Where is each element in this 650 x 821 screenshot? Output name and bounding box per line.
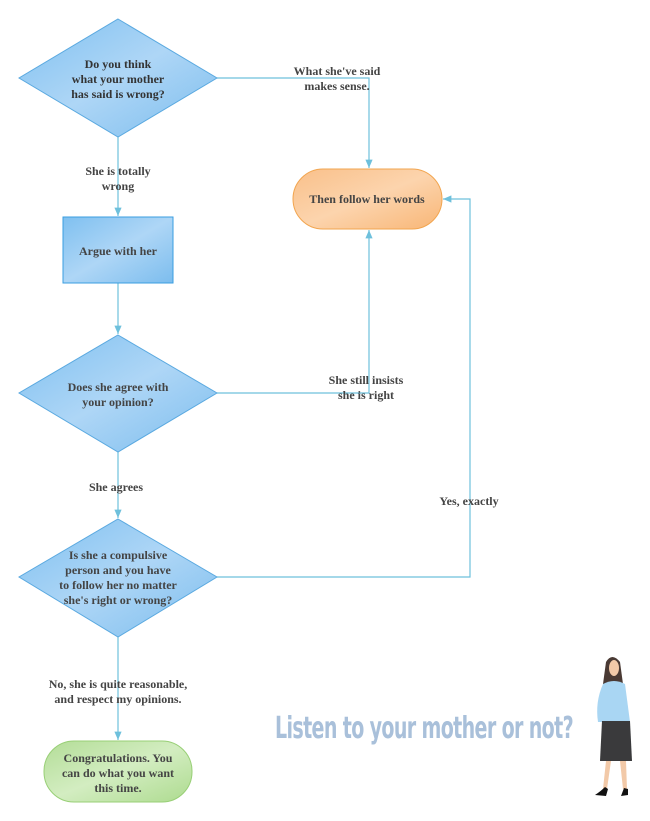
edge-q3-follow (217, 195, 471, 578)
process-argue[interactable] (62, 216, 174, 284)
diagram-title: Listen to your mother or not? (275, 711, 573, 746)
edge-label-reasonable: No, she is quite reasonable,and respect … (49, 677, 187, 706)
terminal-follow[interactable] (292, 168, 443, 230)
edge-label-yes-exactly: Yes, exactly (439, 494, 498, 508)
terminal-congrats[interactable] (43, 740, 193, 803)
woman-illustration (595, 657, 632, 796)
process-argue-text: Argue with her (79, 244, 158, 258)
decision-q2[interactable] (18, 334, 218, 453)
connectors (114, 77, 471, 740)
terminal-follow-text: Then follow her words (309, 192, 425, 206)
edge-label-agrees: She agrees (89, 480, 143, 494)
edge-q2-follow (217, 230, 373, 394)
edge-q1-follow (217, 77, 373, 168)
decision-q1[interactable] (18, 18, 218, 138)
decision-q3[interactable] (18, 518, 218, 638)
